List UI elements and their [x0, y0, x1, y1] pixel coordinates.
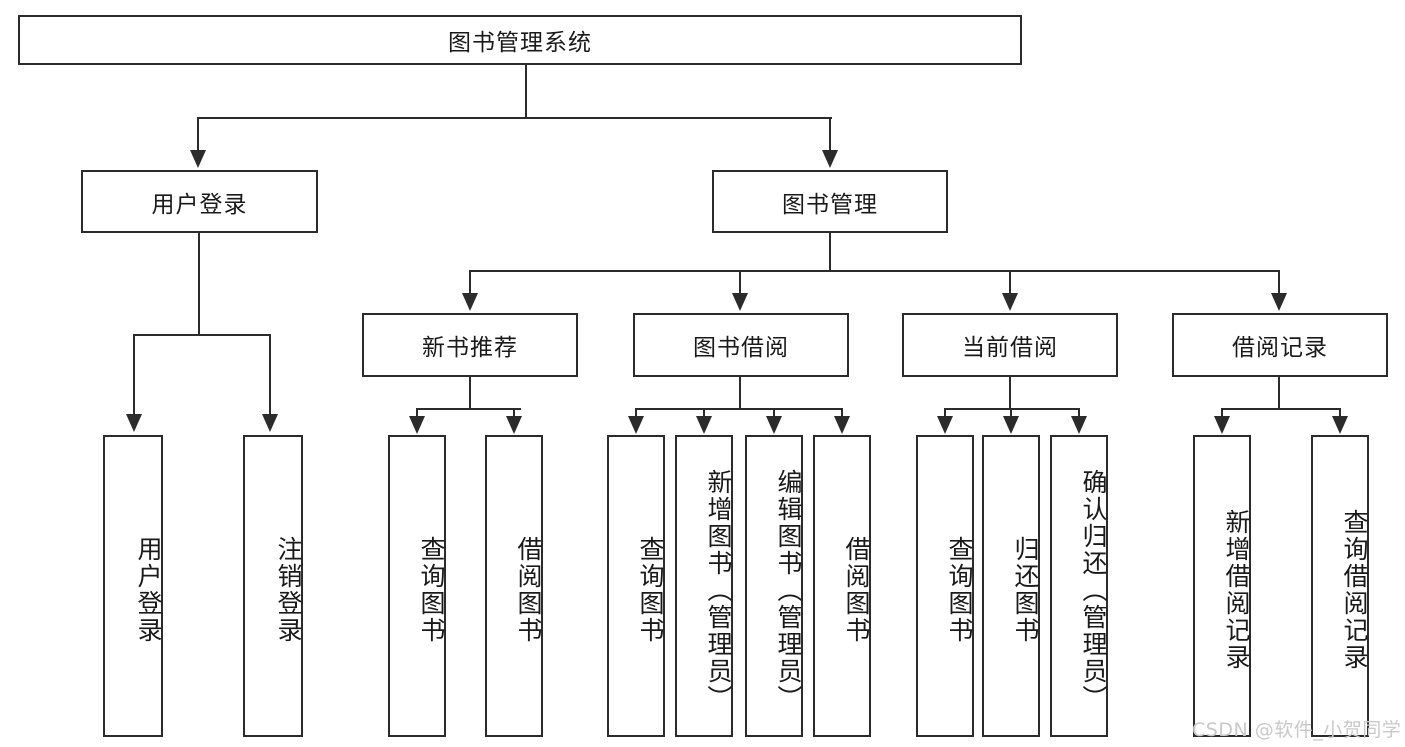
leaf-book-borrow-add[interactable]: 新增图书（管理员） [675, 435, 733, 737]
node-label: 注销登录 [274, 536, 303, 644]
connector-book-management-bus [470, 270, 1279, 272]
node-label: 借阅记录 [1232, 335, 1328, 361]
connector-bm-to-new-book [469, 270, 471, 295]
connector-user-login-stem [198, 233, 200, 335]
connector-root-stem [525, 65, 527, 117]
connector-bb-to-leaf-2 [703, 408, 705, 418]
connector-bm-to-current-borrow [1009, 270, 1011, 295]
connector-user-login-to-leaf-2 [269, 334, 271, 416]
arrow-cb-leaf-3-icon [1071, 416, 1087, 434]
leaf-book-borrow-query[interactable]: 查询图书 [607, 435, 665, 737]
leaf-book-borrow-borrow[interactable]: 借阅图书 [813, 435, 871, 737]
node-label: 图书管理系统 [448, 30, 592, 56]
node-book-borrow[interactable]: 图书借阅 [633, 313, 849, 377]
node-book-management[interactable]: 图书管理 [712, 170, 948, 233]
leaf-book-borrow-edit[interactable]: 编辑图书（管理员） [745, 435, 803, 737]
arrow-root-to-user-login-icon [190, 150, 206, 168]
arrow-bb-leaf-4-icon [834, 416, 850, 434]
connector-bb-to-leaf-4 [841, 408, 843, 418]
connector-current-borrow-bus [945, 408, 1079, 410]
node-label: 编辑图书（管理员） [774, 468, 803, 712]
connector-cb-to-leaf-1 [944, 408, 946, 418]
arrow-br-leaf-1-icon [1214, 416, 1230, 434]
connector-current-borrow-stem [1009, 377, 1011, 409]
arrow-root-to-book-management-icon [822, 150, 838, 168]
node-new-book-recommend[interactable]: 新书推荐 [362, 313, 578, 377]
node-label: 用户登录 [151, 191, 248, 218]
connector-book-borrow-bus [636, 408, 842, 410]
leaf-borrow-record-query[interactable]: 查询借阅记录 [1311, 435, 1369, 737]
node-label: 新书推荐 [422, 335, 518, 361]
node-borrow-record[interactable]: 借阅记录 [1172, 313, 1388, 377]
arrow-bb-leaf-1-icon [628, 416, 644, 434]
node-label: 用户登录 [134, 536, 163, 644]
node-label: 新增借阅记录 [1222, 509, 1251, 671]
arrow-cb-leaf-1-icon [937, 416, 953, 434]
connector-new-book-to-leaf-1 [416, 408, 418, 418]
connector-root-bus [198, 117, 832, 119]
connector-root-to-user-login [197, 117, 199, 152]
node-label: 借阅图书 [842, 536, 871, 644]
leaf-current-borrow-confirm-return[interactable]: 确认归还（管理员） [1050, 435, 1108, 737]
leaf-new-book-query[interactable]: 查询图书 [388, 435, 446, 737]
connector-bm-to-book-borrow [739, 270, 741, 295]
node-label: 当前借阅 [962, 335, 1058, 361]
node-label: 借阅图书 [514, 536, 543, 644]
node-label: 查询图书 [417, 536, 446, 644]
leaf-current-borrow-return[interactable]: 归还图书 [982, 435, 1040, 737]
node-label: 查询图书 [636, 536, 665, 644]
node-current-borrow[interactable]: 当前借阅 [902, 313, 1118, 377]
leaf-new-book-borrow[interactable]: 借阅图书 [485, 435, 543, 737]
connector-borrow-record-stem [1278, 377, 1280, 409]
connector-book-management-stem [829, 233, 831, 271]
connector-root-to-book-management [829, 117, 831, 152]
connector-br-to-leaf-2 [1339, 408, 1341, 418]
arrow-bm-book-borrow-icon [732, 293, 748, 311]
connector-bb-to-leaf-1 [635, 408, 637, 418]
arrow-bm-current-borrow-icon [1002, 293, 1018, 311]
connector-user-login-bus [134, 334, 270, 336]
arrow-user-login-leaf-1-icon [126, 414, 142, 432]
leaf-current-borrow-query[interactable]: 查询图书 [916, 435, 974, 737]
connector-borrow-record-bus [1222, 408, 1340, 410]
node-user-login[interactable]: 用户登录 [81, 170, 318, 233]
arrow-cb-leaf-2-icon [1003, 416, 1019, 434]
node-label: 确认归还（管理员） [1079, 468, 1108, 712]
connector-new-book-to-leaf-2 [513, 408, 515, 418]
node-label: 查询借阅记录 [1340, 509, 1369, 671]
arrow-new-book-leaf-1-icon [409, 416, 425, 434]
arrow-bb-leaf-3-icon [766, 416, 782, 434]
leaf-borrow-record-add[interactable]: 新增借阅记录 [1193, 435, 1251, 737]
connector-book-borrow-stem [739, 377, 741, 409]
connector-new-book-stem [469, 377, 471, 409]
arrow-br-leaf-2-icon [1332, 416, 1348, 434]
connector-bm-to-borrow-record [1278, 270, 1280, 295]
node-label: 图书管理 [782, 191, 878, 218]
connector-cb-to-leaf-3 [1078, 408, 1080, 418]
leaf-user-login-logout[interactable]: 注销登录 [243, 435, 303, 737]
connector-cb-to-leaf-2 [1010, 408, 1012, 418]
node-label: 归还图书 [1011, 536, 1040, 644]
connector-br-to-leaf-1 [1221, 408, 1223, 418]
connector-new-book-bus [417, 408, 521, 410]
arrow-bm-borrow-record-icon [1271, 293, 1287, 311]
arrow-bm-new-book-icon [462, 293, 478, 311]
arrow-user-login-leaf-2-icon [262, 414, 278, 432]
node-label: 新增图书（管理员） [704, 468, 733, 712]
node-label: 图书借阅 [693, 335, 789, 361]
arrow-bb-leaf-2-icon [696, 416, 712, 434]
connector-user-login-to-leaf-1 [133, 334, 135, 416]
watermark-text: CSDN @软件_小贺同学 [1192, 719, 1402, 741]
connector-bb-to-leaf-3 [773, 408, 775, 418]
arrow-new-book-leaf-2-icon [506, 416, 522, 434]
leaf-user-login-login[interactable]: 用户登录 [103, 435, 163, 737]
node-label: 查询图书 [945, 536, 974, 644]
node-root-book-management-system[interactable]: 图书管理系统 [18, 15, 1022, 65]
